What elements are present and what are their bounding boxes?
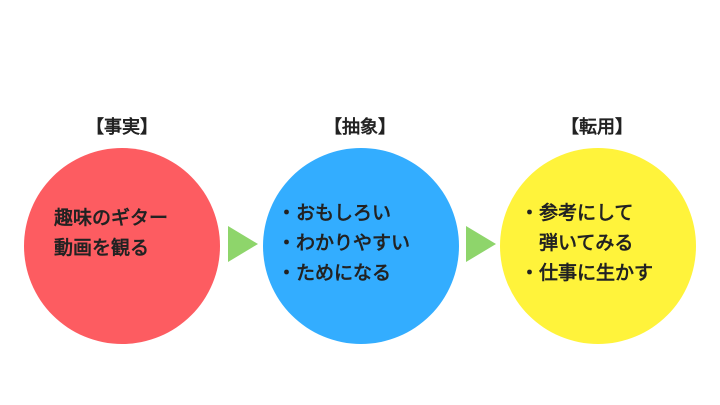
fact-text: 趣味のギター 動画を観る	[54, 203, 168, 263]
apply-line: 弾いてみる	[520, 232, 634, 254]
abstract-line: ・わかりやすい	[277, 232, 411, 254]
fact-line: 趣味のギター	[54, 207, 169, 229]
fact-circle: 趣味のギター 動画を観る	[24, 148, 220, 344]
abstract-circle: ・おもしろい ・わかりやすい ・ためになる	[263, 148, 459, 344]
arrow-right-icon	[466, 226, 496, 262]
apply-text: ・参考にして 弾いてみる ・仕事に生かす	[520, 198, 653, 288]
stage-label-apply: 【転用】	[561, 117, 633, 138]
fact-line: 動画を観る	[54, 237, 150, 259]
arrow-right-icon	[228, 226, 258, 262]
apply-line: ・参考にして	[520, 202, 634, 224]
apply-line: ・仕事に生かす	[520, 262, 654, 284]
abstract-line: ・ためになる	[277, 262, 392, 284]
stage-label-fact: 【事実】	[86, 117, 158, 138]
stage-label-abstract: 【抽象】	[324, 117, 396, 138]
apply-circle: ・参考にして 弾いてみる ・仕事に生かす	[500, 148, 696, 344]
abstract-line: ・おもしろい	[277, 202, 392, 224]
abstract-text: ・おもしろい ・わかりやすい ・ためになる	[277, 198, 410, 288]
